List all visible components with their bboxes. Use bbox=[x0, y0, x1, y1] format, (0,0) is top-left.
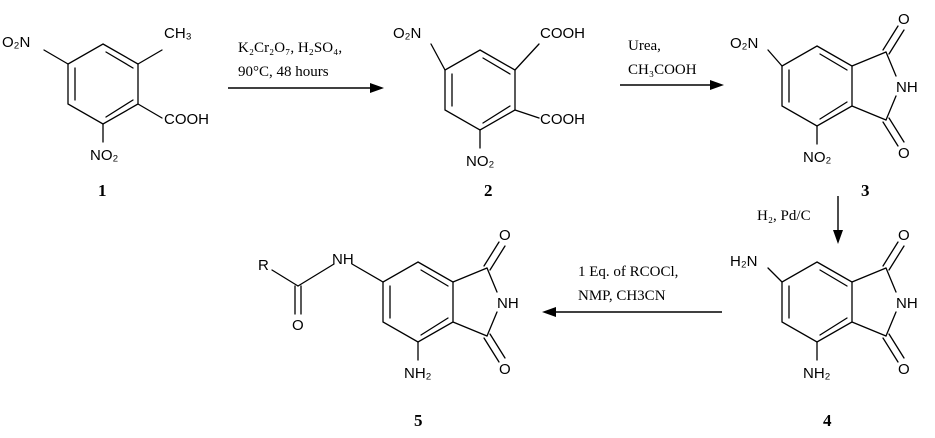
compound-2: O₂N COOH COOH NO₂ 2 bbox=[393, 25, 585, 200]
imide-nh-label: NH bbox=[497, 295, 519, 312]
reaction-conditions: 1 Eq. of RCOCl, bbox=[578, 264, 678, 280]
reaction-arrow-4 bbox=[542, 307, 722, 317]
compound-2-bonds bbox=[430, 43, 540, 149]
imide-nh-label: NH bbox=[896, 79, 918, 96]
amino-label: H₂N bbox=[730, 253, 758, 270]
reaction-conditions: Urea, bbox=[628, 38, 661, 54]
carbonyl-oxygen: O bbox=[898, 227, 910, 244]
compound-4: O NH O H₂N NH₂ 4 bbox=[730, 227, 918, 430]
carboxyl-label: COOH bbox=[164, 111, 209, 128]
reaction-conditions: CH₃COOH bbox=[628, 62, 697, 78]
compound-4-bonds bbox=[767, 241, 905, 363]
nitro-label: O₂N bbox=[2, 34, 30, 51]
compound-3: O NH O O₂N NO₂ 3 bbox=[730, 11, 918, 200]
compound-5: O NH O R NH O NH₂ 5 bbox=[258, 227, 519, 430]
nitro-label: O₂N bbox=[393, 25, 421, 42]
carbonyl-oxygen: O bbox=[898, 11, 910, 28]
compound-number: 1 bbox=[98, 181, 107, 200]
amino-label: NH₂ bbox=[803, 365, 831, 382]
carboxyl-label: COOH bbox=[540, 25, 585, 42]
nitro-label: O₂N bbox=[730, 35, 758, 52]
amide-oxygen: O bbox=[292, 317, 304, 334]
nitro-label: NO₂ bbox=[803, 149, 832, 166]
reaction-arrow-3 bbox=[833, 196, 843, 244]
compound-number: 5 bbox=[414, 411, 423, 430]
nitro-label: NO₂ bbox=[90, 147, 119, 164]
reaction-conditions: H₂, Pd/C bbox=[757, 208, 811, 224]
carbonyl-oxygen: O bbox=[898, 145, 910, 162]
reaction-arrow-1 bbox=[228, 83, 384, 93]
methyl-label: CH₃ bbox=[164, 25, 192, 42]
nitro-label: NO₂ bbox=[466, 153, 495, 170]
amino-label: NH₂ bbox=[404, 365, 432, 382]
reaction-arrow-2 bbox=[620, 80, 724, 90]
imide-nh-label: NH bbox=[896, 295, 918, 312]
compound-1-bonds bbox=[43, 43, 163, 143]
compound-1: O₂N CH₃ COOH NO₂ 1 bbox=[2, 25, 209, 200]
carboxyl-label: COOH bbox=[540, 111, 585, 128]
compound-number: 4 bbox=[823, 411, 832, 430]
carbonyl-oxygen: O bbox=[898, 361, 910, 378]
compound-3-bonds bbox=[767, 25, 905, 147]
compound-number: 3 bbox=[861, 181, 870, 200]
reaction-conditions: 90°C, 48 hours bbox=[238, 64, 329, 80]
reaction-conditions: NMP, CH3CN bbox=[578, 288, 666, 304]
amide-nh-label: NH bbox=[332, 251, 354, 268]
reaction-conditions: K₂Cr₂O₇, H₂SO₄, bbox=[238, 40, 342, 56]
r-group-label: R bbox=[258, 257, 269, 274]
compound-number: 2 bbox=[484, 181, 493, 200]
carbonyl-oxygen: O bbox=[499, 227, 511, 244]
compound-5-bonds bbox=[271, 241, 506, 363]
carbonyl-oxygen: O bbox=[499, 361, 511, 378]
